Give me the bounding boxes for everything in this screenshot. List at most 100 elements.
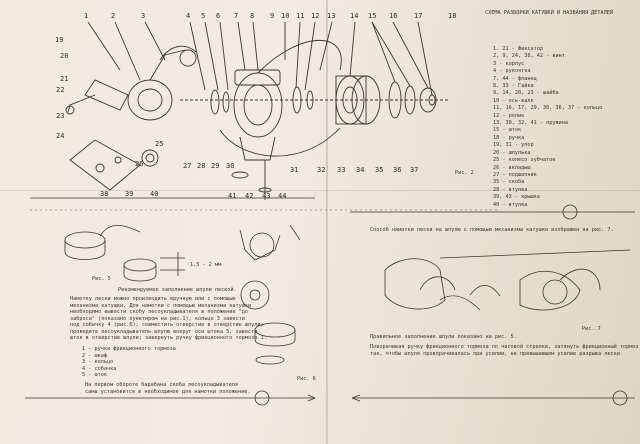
page-fold bbox=[326, 0, 328, 444]
callout-9: 9 bbox=[270, 12, 275, 20]
part-item: 1 - ручка фрикционного тормоза bbox=[82, 346, 176, 352]
callout-17: 17 bbox=[414, 12, 423, 20]
fig5-caption: Рис. 5 bbox=[92, 276, 111, 282]
instruction-line: необходимо вывести скобу лесоукладывател… bbox=[70, 309, 249, 315]
callout-4: 4 bbox=[186, 12, 191, 20]
callout-20: 20 bbox=[60, 52, 69, 60]
callout-32: 32 bbox=[317, 166, 326, 174]
legend-item: 28 - втулка bbox=[493, 186, 528, 193]
legend-item: 11, 16, 17, 29, 30, 36, 37 - кольцо bbox=[493, 105, 603, 112]
fig6-caption: Рис. 6 bbox=[297, 376, 316, 382]
legend-item: 7, 44 - фланец bbox=[493, 75, 537, 82]
part-item: 2 - шкаф bbox=[82, 352, 107, 359]
callout-1: 1 bbox=[84, 12, 89, 20]
callout-36: 36 bbox=[393, 166, 402, 174]
fig7-caption: Рис. 7 bbox=[582, 326, 601, 332]
callout-19: 19 bbox=[55, 36, 64, 44]
instruction-line: под собачку 4 (рис.6), совместить отверс… bbox=[70, 322, 264, 328]
legend-item: 15 - шток bbox=[493, 127, 522, 134]
callout-37: 37 bbox=[410, 166, 419, 174]
instruction-line: механизма катушки. Для намотки с помощью… bbox=[70, 302, 252, 309]
callout-44: 44 bbox=[278, 192, 287, 200]
callout-27: 27 bbox=[183, 162, 192, 170]
legend-item: 4 - рукоятка bbox=[493, 68, 531, 75]
legend-item: 35 - скоба bbox=[493, 179, 525, 186]
callout-42: 42 bbox=[245, 192, 254, 200]
legend-item: 12 - ролик bbox=[493, 112, 525, 119]
instruction-line: Намотку лески можно производить вручную … bbox=[70, 296, 236, 302]
callout-6: 6 bbox=[216, 12, 221, 20]
legend-item: 2, 9, 24, 38, 42 - винт bbox=[493, 53, 565, 60]
drag-line: Поворачивая ручку фрикционного тормоза п… bbox=[370, 344, 639, 350]
parts-legend: 1. 21 - Фиксатор 2, 9, 24, 38, 42 - винт… bbox=[493, 46, 602, 209]
callout-35: 35 bbox=[375, 166, 384, 174]
callout-28: 28 bbox=[197, 162, 206, 170]
legend-item: 19, 31 - упор bbox=[493, 142, 534, 149]
legend-item: 39, 43 - крышка bbox=[493, 194, 540, 201]
callout-39: 39 bbox=[125, 190, 134, 198]
callout-30: 30 bbox=[226, 162, 235, 170]
legend-item: 10 - ось-валк bbox=[493, 97, 534, 104]
callout-2: 2 bbox=[111, 12, 116, 20]
fig6-parts-list: 1 - ручка фрикционного тормоза 2 - шкаф … bbox=[82, 346, 176, 379]
callout-24: 24 bbox=[56, 132, 65, 140]
callout-15: 15 bbox=[368, 12, 377, 20]
winding-caption: Рекомендуемое заполнение шпули леской. bbox=[118, 287, 237, 293]
callout-7: 7 bbox=[234, 12, 239, 20]
note-line: На первом обороте барабана скоба лесоукл… bbox=[85, 382, 239, 388]
correct-filling-caption: Правильное заполнение шпули показано на … bbox=[370, 334, 517, 340]
drag-line: так, чтобы шпуля проворачивалась при уси… bbox=[370, 350, 620, 357]
legend-item: 18 - ручка bbox=[493, 134, 525, 141]
legend-item: 20 - шпулька bbox=[493, 149, 531, 156]
callout-26: 26 bbox=[135, 160, 144, 168]
legend-item: 26 - вкладыш bbox=[493, 164, 531, 171]
winding-instructions: Намотку лески можно производить вручную … bbox=[70, 296, 267, 342]
callout-29: 29 bbox=[211, 162, 220, 170]
callout-12: 12 bbox=[311, 12, 320, 20]
legend-item: 8, 33 - Гайка bbox=[493, 83, 534, 90]
horizontal-fold bbox=[0, 190, 640, 191]
callout-16: 16 bbox=[389, 12, 398, 20]
legend-item: 3 - корпус bbox=[493, 60, 525, 67]
callout-14: 14 bbox=[350, 12, 359, 20]
callout-33: 33 bbox=[337, 166, 346, 174]
callout-25: 25 bbox=[155, 140, 164, 148]
callout-34: 34 bbox=[356, 166, 365, 174]
callout-40: 40 bbox=[150, 190, 159, 198]
legend-title: СХЕМА РАЗБОРКИ КАТУШКИ И НАЗВАНИЯ ДЕТАЛЕ… bbox=[485, 10, 614, 16]
callout-23: 23 bbox=[56, 112, 65, 120]
legend-item: 1. 21 - Фиксатор bbox=[493, 46, 543, 52]
callout-18: 18 bbox=[448, 12, 457, 20]
callout-5: 5 bbox=[201, 12, 206, 20]
part-item: 5 - шток bbox=[82, 372, 107, 378]
part-item: 4 - собачка bbox=[82, 365, 117, 372]
note-line: сама установится в необходимое для намот… bbox=[85, 388, 251, 395]
fig2-caption: Рис. 2 bbox=[455, 170, 474, 176]
legend-item: 27 - подшипник bbox=[493, 171, 537, 178]
callout-8: 8 bbox=[250, 12, 255, 20]
bottom-note: На первом обороте барабана скоба лесоукл… bbox=[85, 382, 251, 395]
callout-38: 38 bbox=[100, 190, 109, 198]
callout-11: 11 bbox=[296, 12, 305, 20]
legend-item: 13, 30, 32, 41 - пружина bbox=[493, 120, 568, 127]
method-title: Способ намотки лески на шпулю с помощью … bbox=[370, 227, 614, 233]
callout-41: 41 bbox=[228, 192, 237, 200]
legend-item: 40 - втулка bbox=[493, 201, 528, 208]
drag-instructions: Поворачивая ручку фрикционного тормоза п… bbox=[370, 344, 639, 357]
callout-13: 13 bbox=[327, 12, 336, 20]
instruction-line: заброса" (показано пунктиром на рис.1); … bbox=[70, 315, 245, 322]
callout-21: 21 bbox=[60, 75, 69, 83]
callout-43: 43 bbox=[262, 192, 271, 200]
callout-31: 31 bbox=[290, 166, 299, 174]
instruction-line: проведите лесоукладыватель шпулю вокруг … bbox=[70, 328, 258, 335]
legend-item: 9, 14, 20, 23 - шайба bbox=[493, 90, 559, 97]
instruction-line: шток в отверстие шпули; завернуть ручку … bbox=[70, 335, 267, 341]
callout-10: 10 bbox=[281, 12, 290, 20]
dimension-label: 1,5 - 2 мм bbox=[190, 262, 222, 268]
callout-22: 22 bbox=[56, 86, 65, 94]
callout-3: 3 bbox=[141, 12, 146, 20]
legend-item: 25 - колесо зубчатое bbox=[493, 157, 556, 164]
part-item: 3 - кольцо bbox=[82, 359, 114, 365]
